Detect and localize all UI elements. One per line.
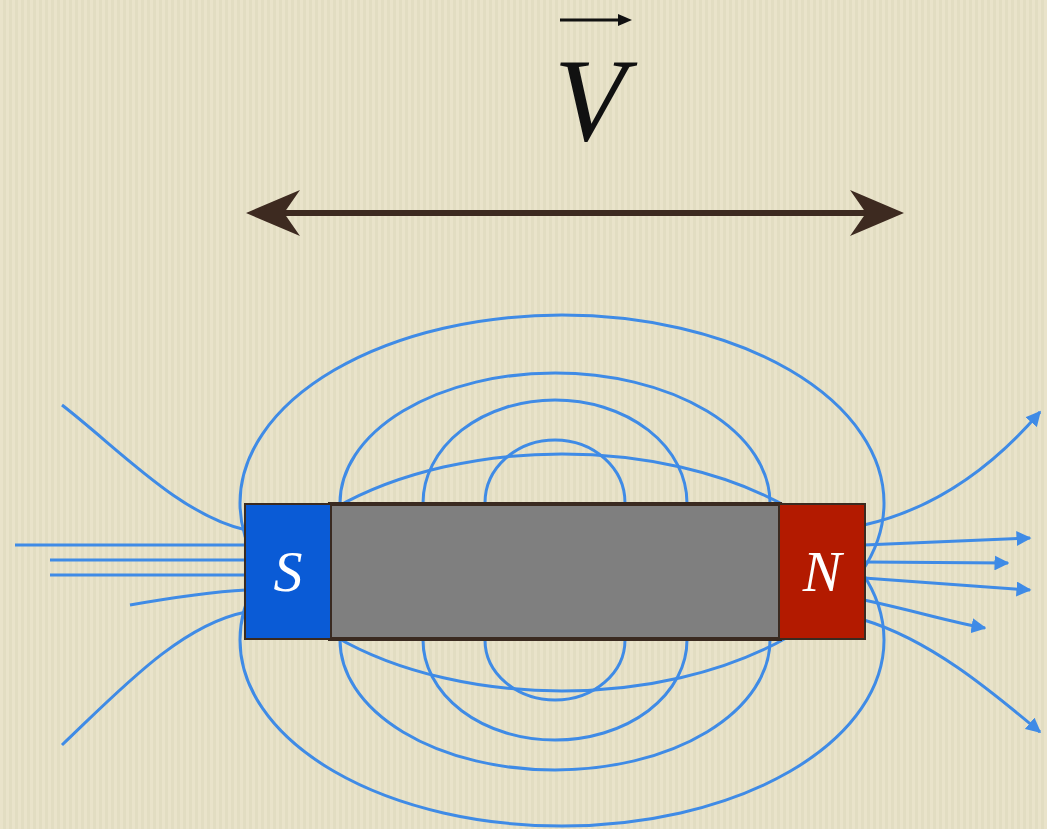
vector-arrow xyxy=(560,14,632,26)
south-pole: S xyxy=(244,503,332,640)
pole-letter: S xyxy=(274,543,303,601)
magnet-body xyxy=(330,504,780,639)
field-lines xyxy=(15,315,1040,826)
motion-arrow xyxy=(246,190,904,236)
north-pole: N xyxy=(778,503,866,640)
pole-letter: N xyxy=(803,543,842,601)
velocity-label: V xyxy=(554,42,626,160)
